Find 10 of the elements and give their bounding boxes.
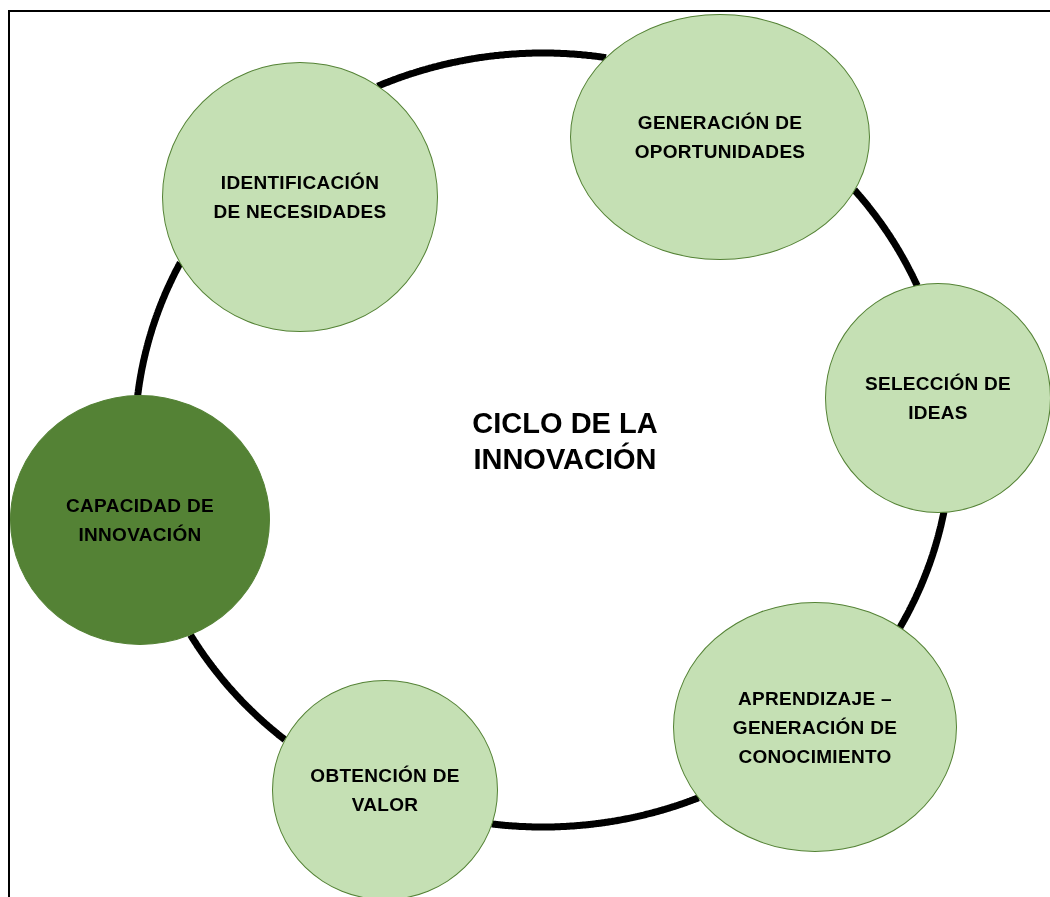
stage-label: CAPACIDAD DE INNOVACIÓN <box>65 494 215 547</box>
stage-label: GENERACIÓN DE OPORTUNIDADES <box>633 111 807 164</box>
stage-label: SELECCIÓN DE IDEAS <box>863 372 1013 425</box>
cycle-connector <box>375 49 609 90</box>
stage-label: OBTENCIÓN DE VALOR <box>310 764 460 817</box>
cycle-connector <box>187 632 288 743</box>
stage-label: IDENTIFICACIÓN DE NECESIDADES <box>212 171 388 224</box>
stage-label: APRENDIZAJE – GENERACIÓN DE CONOCIMIENTO <box>731 686 899 769</box>
diagram-title: CICLO DE LA INNOVACIÓN <box>471 406 659 477</box>
cycle-connector <box>489 794 701 831</box>
